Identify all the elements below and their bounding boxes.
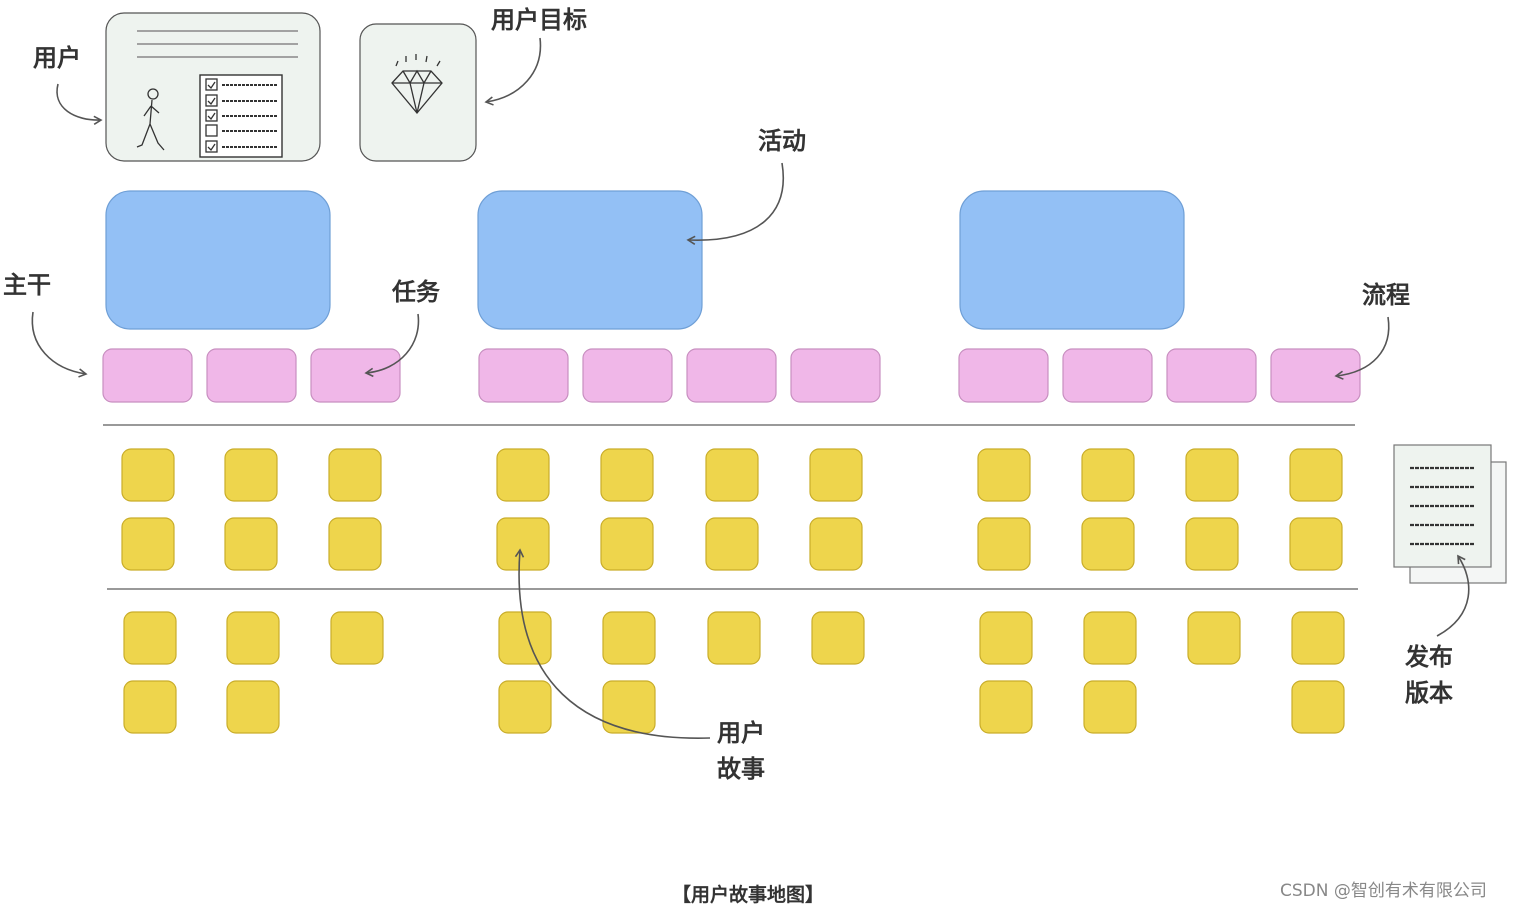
user-goal-label: 用户目标 (491, 6, 587, 34)
user-story-label-line2: 故事 (717, 755, 765, 783)
release-story-card-1-4-1 (123, 680, 177, 734)
story-card-3-1-2 (1081, 448, 1135, 502)
task-arrow (364, 313, 420, 378)
story-card-3-1-1 (977, 448, 1031, 502)
story-card-2-2-3 (705, 517, 759, 571)
story-card-2-2-1 (496, 517, 550, 571)
release-story-card-3-3-4 (1291, 611, 1345, 665)
story-card-2-1-2 (600, 448, 654, 502)
release-story-card-1-3-2 (226, 611, 280, 665)
release-label-line1: 发布 (1404, 643, 1453, 671)
release-story-card-1-3-3 (330, 611, 384, 665)
backbone-label: 主干 (3, 271, 51, 299)
task-card-1-2 (206, 348, 297, 403)
story-card-3-1-3 (1185, 448, 1239, 502)
release-story-card-3-3-1 (979, 611, 1033, 665)
activity-card-1 (105, 190, 331, 330)
activity-card-2 (477, 190, 703, 330)
story-card-2-2-4 (809, 517, 863, 571)
diagram-caption: 【用户故事地图】 (672, 883, 824, 906)
story-card-2-1-4 (809, 448, 863, 502)
user-label: 用户 (33, 44, 81, 72)
user-arrow (56, 83, 103, 125)
task-label: 任务 (391, 278, 441, 306)
user-goal-card (359, 23, 477, 162)
release-story-card-2-4-2 (602, 680, 656, 734)
story-card-2-2-2 (600, 517, 654, 571)
release-story-card-3-4-2 (1083, 680, 1137, 734)
task-card-3-1 (958, 348, 1049, 403)
release-story-card-2-3-1 (498, 611, 552, 665)
flow-label: 流程 (1362, 281, 1410, 309)
task-card-1-1 (102, 348, 193, 403)
release-story-card-3-3-3 (1187, 611, 1241, 665)
story-card-2-1-3 (705, 448, 759, 502)
story-card-1-1-1 (121, 448, 175, 502)
story-card-1-1-2 (224, 448, 278, 502)
flow-arrow (1334, 316, 1390, 380)
checklist-icon (199, 74, 283, 158)
activity-arrow (686, 162, 784, 245)
story-card-1-2-1 (121, 517, 175, 571)
diamond-icon (391, 54, 443, 115)
task-card-2-4 (790, 348, 881, 403)
user-story-arrow (514, 548, 711, 739)
release-story-card-1-4-2 (226, 680, 280, 734)
task-card-3-3 (1166, 348, 1257, 403)
release-story-card-3-4-1 (979, 680, 1033, 734)
story-card-3-2-3 (1185, 517, 1239, 571)
release-story-card-2-3-2 (602, 611, 656, 665)
release-story-card-2-4-1 (498, 680, 552, 734)
story-card-3-2-4 (1289, 517, 1343, 571)
release-story-card-3-4-4 (1291, 680, 1345, 734)
user-story-label-line1: 用户 (717, 719, 765, 747)
release-story-card-1-3-1 (123, 611, 177, 665)
story-card-3-2-1 (977, 517, 1031, 571)
release-story-card-2-3-3 (707, 611, 761, 665)
story-card-3-2-2 (1081, 517, 1135, 571)
release-story-card-3-3-2 (1083, 611, 1137, 665)
task-card-3-4 (1270, 348, 1361, 403)
activity-label: 活动 (758, 127, 806, 155)
release-story-card-2-3-4 (811, 611, 865, 665)
walking-person-icon (136, 88, 165, 151)
story-card-3-1-4 (1289, 448, 1343, 502)
task-card-3-2 (1062, 348, 1153, 403)
backbone-arrow (31, 311, 88, 378)
user-goal-arrow (484, 37, 542, 106)
release-document-icon (1393, 444, 1507, 584)
story-card-2-1-1 (496, 448, 550, 502)
activity-card-3 (959, 190, 1185, 330)
release-arrow (1436, 554, 1470, 637)
task-card-2-3 (686, 348, 777, 403)
task-card-2-1 (478, 348, 569, 403)
story-card-1-2-2 (224, 517, 278, 571)
story-card-1-1-3 (328, 448, 382, 502)
task-card-2-2 (582, 348, 673, 403)
task-card-1-3 (310, 348, 401, 403)
watermark-text: CSDN @智创有术有限公司 (1280, 881, 1487, 901)
story-card-1-2-3 (328, 517, 382, 571)
user-persona-card (105, 12, 321, 162)
release-label-line2: 版本 (1405, 679, 1453, 707)
